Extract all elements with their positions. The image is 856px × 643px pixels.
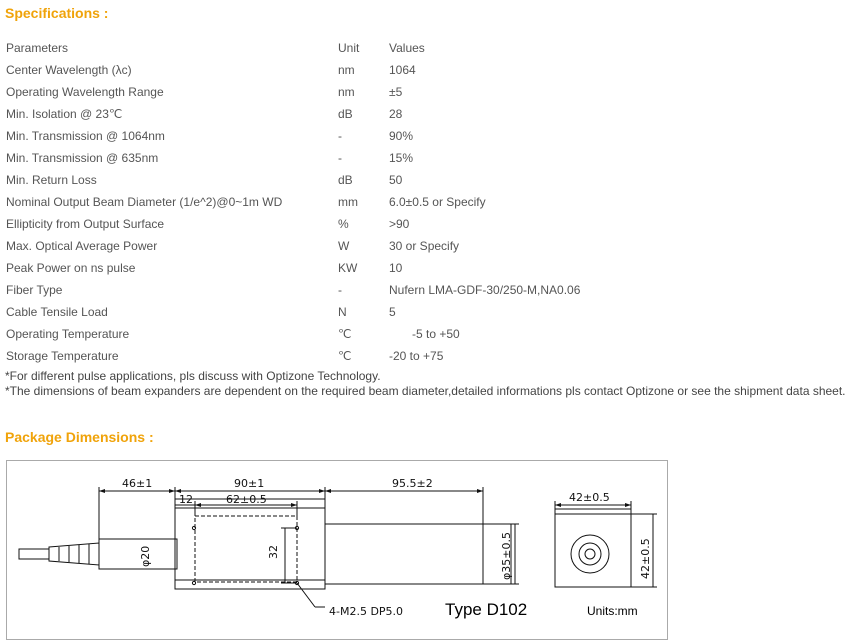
units-label: Units:mm [587, 604, 638, 618]
mount-hole [191, 580, 197, 586]
dim-95-5: 95.5±2 [392, 477, 433, 490]
row-unit: - [338, 129, 342, 143]
row-parameter: Ellipticity from Output Surface [6, 217, 165, 231]
row-unit: W [338, 239, 350, 253]
row-parameter: Storage Temperature [6, 349, 119, 363]
dim-32: 32 [267, 545, 280, 559]
row-value: 10 [389, 261, 403, 275]
row-parameter: Min. Isolation @ 23℃ [6, 107, 123, 121]
end-view-aperture [570, 534, 610, 574]
collimator-body [98, 538, 178, 570]
row-unit: - [338, 151, 342, 165]
row-value: ±5 [389, 85, 403, 99]
row-parameter: Center Wavelength (λc) [6, 63, 132, 77]
row-parameter: Min. Transmission @ 635nm [6, 151, 159, 165]
row-value: 28 [389, 107, 403, 121]
row-parameter: Cable Tensile Load [6, 305, 108, 319]
row-parameter: Peak Power on ns pulse [6, 261, 136, 275]
dim-62: 62±0.5 [226, 493, 267, 506]
row-parameter: Fiber Type [6, 283, 63, 297]
row-unit: KW [338, 261, 358, 275]
row-unit: ℃ [338, 349, 352, 363]
row-unit: dB [338, 173, 353, 187]
technical-drawing: 46±1 90±1 95.5±2 12 62±0.5 32 φ20 φ35±0.… [18, 477, 657, 619]
row-value: >90 [389, 217, 410, 231]
dimensions-note: *The dimensions of beam expanders are de… [5, 384, 846, 398]
row-value: 90% [389, 129, 414, 143]
dim-phi20: φ20 [139, 546, 152, 567]
row-unit: % [338, 217, 349, 231]
dim-90: 90±1 [234, 477, 264, 490]
row-value: 6.0±0.5 or Specify [389, 195, 486, 209]
hole-callout: 4-M2.5 DP5.0 [329, 605, 403, 618]
type-label: Type D102 [445, 600, 527, 619]
header-values: Values [389, 41, 425, 55]
dim-12: 12 [179, 493, 193, 506]
end-view-body [554, 508, 632, 588]
row-value: 5 [389, 305, 396, 319]
mount-hole [191, 525, 197, 531]
row-unit: nm [338, 63, 355, 77]
dim-42-top: 42±0.5 [569, 491, 610, 504]
row-unit: dB [338, 107, 353, 121]
mounting-plate [194, 515, 298, 583]
package-drawing: 46±1 90±1 95.5±2 12 62±0.5 32 φ20 φ35±0.… [6, 460, 668, 640]
fiber-boot [48, 542, 100, 566]
row-value: Nufern LMA-GDF-30/250-M,NA0.06 [389, 283, 581, 297]
row-unit: ℃ [338, 327, 352, 341]
row-parameter: Nominal Output Beam Diameter (1/e^2)@0~1… [6, 195, 283, 209]
row-parameter: Max. Optical Average Power [6, 239, 158, 253]
fiber-cable [18, 548, 50, 560]
row-unit: mm [338, 195, 358, 209]
row-value: 15% [389, 151, 414, 165]
row-parameter: Operating Wavelength Range [6, 85, 164, 99]
dim-42-side: 42±0.5 [639, 538, 652, 579]
row-unit: N [338, 305, 347, 319]
expander-tube [324, 523, 512, 585]
isolator-housing [174, 498, 326, 590]
specifications-heading: Specifications : [5, 5, 109, 21]
row-parameter: Operating Temperature [6, 327, 130, 341]
header-parameters: Parameters [6, 41, 69, 55]
row-unit: - [338, 283, 342, 297]
row-value: 1064 [389, 63, 416, 77]
pulse-note: *For different pulse applications, pls d… [5, 369, 381, 383]
row-value: -20 to +75 [389, 349, 444, 363]
row-parameter: Min. Return Loss [6, 173, 97, 187]
dim-phi35: φ35±0.5 [500, 532, 513, 580]
dim-46: 46±1 [122, 477, 152, 490]
row-unit: nm [338, 85, 355, 99]
row-value: -5 to +50 [412, 327, 460, 341]
header-unit: Unit [338, 41, 360, 55]
row-parameter: Min. Transmission @ 1064nm [6, 129, 165, 143]
row-value: 50 [389, 173, 403, 187]
row-value: 30 or Specify [389, 239, 460, 253]
package-dimensions-heading: Package Dimensions : [5, 429, 154, 445]
